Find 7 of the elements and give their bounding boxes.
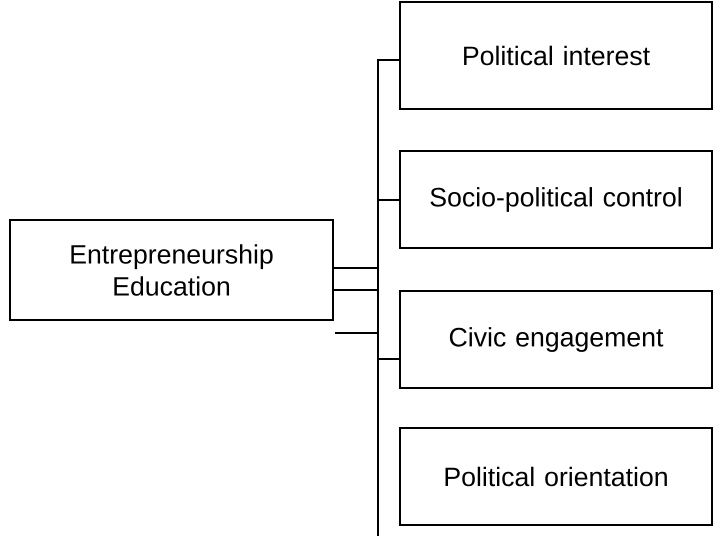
target-box: Political interest (399, 1, 713, 110)
target-box: Socio-political control (399, 150, 713, 249)
source-box: Entrepreneurship Education (9, 219, 334, 321)
connector (334, 289, 399, 360)
target-box: Political orientation (399, 427, 713, 526)
target-box: Civic engagement (399, 290, 713, 389)
connector (334, 199, 399, 269)
